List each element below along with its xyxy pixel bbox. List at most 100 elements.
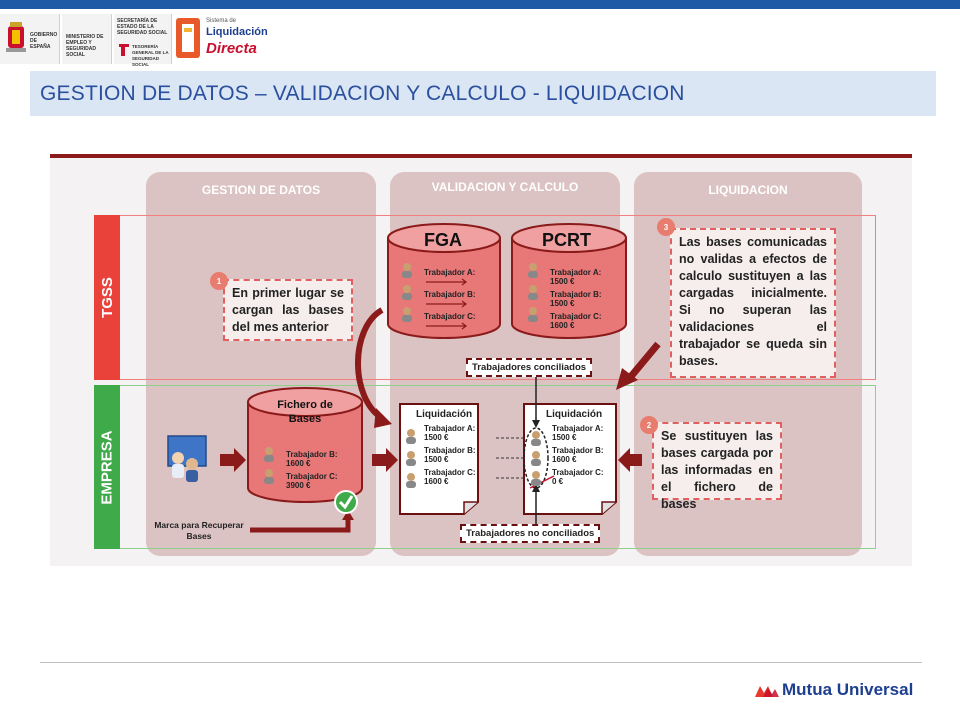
- marca-arrow: [250, 518, 351, 533]
- fga-worker-c: Trabajador C:: [424, 312, 476, 321]
- person-icon: [404, 428, 418, 449]
- person-icon: [404, 450, 418, 471]
- liq1-worker-c: Trabajador C:1600 €: [424, 468, 476, 486]
- liq1-worker-b-value: 1500 €: [424, 455, 449, 464]
- person-icon: [400, 262, 414, 278]
- curved-arrow-head: [374, 408, 392, 428]
- mutua-brand-text: Mutua Universal: [782, 680, 914, 699]
- note-1: En primer lugar se cargan las bases del …: [223, 279, 353, 341]
- marca-line2: Bases: [186, 531, 212, 541]
- fga-worker-b: Trabajador B:: [424, 290, 476, 299]
- liq1-worker-c-label: Trabajador C:: [424, 468, 476, 477]
- person-icon: [526, 284, 540, 305]
- transfer-arrows: [496, 437, 526, 479]
- pcrt-title: PCRT: [542, 230, 591, 250]
- liq1-worker-b: Trabajador B:1500 €: [424, 446, 476, 464]
- conciliados-arrow-head: [532, 420, 540, 428]
- column-title: VALIDACION Y CALCULO: [431, 180, 579, 194]
- person-icon: [529, 430, 543, 451]
- pcrt-worker-c: Trabajador C:1600 €: [550, 312, 602, 330]
- arrow-users-to-fichero: [220, 448, 246, 472]
- curved-arrow: [355, 307, 384, 421]
- liq1-title: Liquidación: [416, 409, 473, 420]
- sld-logo: Sistema de Liquidación Directa: [174, 14, 268, 64]
- column-title: LIQUIDACION: [708, 183, 788, 197]
- liq2-worker-c: Trabajador C:0 €: [552, 468, 604, 486]
- pcrt-worker-c-label: Trabajador C:: [550, 312, 602, 321]
- liq2-worker-c-value: 0 €: [552, 477, 564, 486]
- mutua-universal-logo: Mutua Universal: [754, 678, 924, 702]
- sld-mid-text: Liquidación: [206, 26, 268, 38]
- tesoreria-text: TESORERÍA GENERAL DE LA SEGURIDAD SOCIAL: [132, 44, 169, 67]
- sld-big-text: Directa: [206, 40, 257, 57]
- fichero-title: Fichero de Bases: [268, 398, 342, 426]
- strike-mark: [529, 475, 555, 489]
- marca-arrow-head: [342, 510, 354, 520]
- fga-cylinder: [387, 223, 501, 339]
- liq2-title: Liquidación: [546, 409, 603, 420]
- pcrt-worker-b: Trabajador B:1500 €: [550, 290, 602, 308]
- diagram-graphics: [167, 223, 661, 533]
- sld-logo-icon: [176, 18, 200, 58]
- fichero-worker-b-label: Trabajador B:: [286, 450, 338, 459]
- users-icon: [167, 435, 207, 482]
- liq2-document: [523, 403, 617, 515]
- liq2-worker-b-value: 1600 €: [552, 455, 577, 464]
- gobierno-text: GOBIERNO DE ESPAÑA: [30, 32, 58, 50]
- person-icon: [404, 472, 418, 493]
- pcrt-cylinder: [511, 223, 627, 339]
- pcrt-worker-a-label: Trabajador A:: [550, 268, 602, 277]
- arrow-note2-to-liq: [618, 448, 642, 472]
- secretaria-tile: SECRETARÍA DE ESTADO DE LA SEGURIDAD SOC…: [114, 14, 172, 67]
- top-accent-bar: [0, 0, 960, 9]
- liq2-worker-c-label: Trabajador C:: [552, 468, 604, 477]
- person-icon: [526, 262, 540, 283]
- liq1-worker-a-value: 1500 €: [424, 433, 449, 442]
- page-title: GESTION DE DATOS – VALIDACION Y CALCULO …: [40, 82, 685, 105]
- no-conciliados-label: Trabajadores no conciliados: [460, 524, 601, 543]
- pcrt-worker-a: Trabajador A:1500 €: [550, 268, 601, 286]
- row-label-tgss: TGSS: [94, 215, 120, 380]
- liq2-worker-b: Trabajador B:1600 €: [552, 446, 604, 464]
- note-3-badge: 3: [657, 218, 675, 236]
- person-icon: [400, 284, 414, 300]
- fga-worker-a: Trabajador A:: [424, 268, 476, 277]
- pcrt-worker-b-value: 1500 €: [550, 299, 575, 308]
- liq1-worker-a: Trabajador A:1500 €: [424, 424, 475, 442]
- no-conciliados-arrow-head: [532, 484, 540, 492]
- process-diagram: GESTION DE DATOS VALIDACION Y CALCULO LI…: [50, 154, 912, 566]
- pcrt-worker-a-value: 1500 €: [550, 277, 575, 286]
- person-icon: [262, 446, 276, 467]
- column-title: GESTION DE DATOS: [201, 183, 321, 197]
- pcrt-worker-c-value: 1600 €: [550, 321, 575, 330]
- liq2-worker-a-label: Trabajador A:: [552, 424, 604, 433]
- liq2-worker-a-value: 1500 €: [552, 433, 577, 442]
- ministerio-text: MINISTERIO DE EMPLEO Y SEGURIDAD SOCIAL: [66, 34, 104, 58]
- coat-of-arms-icon: [6, 22, 26, 52]
- title-bar: GESTION DE DATOS – VALIDACION Y CALCULO …: [30, 71, 936, 116]
- check-icon: [334, 490, 358, 514]
- note-2: Se sustituyen las bases cargada por las …: [652, 422, 782, 511]
- person-icon: [400, 306, 414, 322]
- fichero-worker-c-value: 3900 €: [286, 481, 311, 490]
- liq2-worker-b-label: Trabajador B:: [552, 446, 604, 455]
- note-2-badge: 2: [640, 416, 658, 434]
- ministerio-tile: MINISTERIO DE EMPLEO Y SEGURIDAD SOCIAL: [62, 14, 112, 64]
- arrow-fichero-to-liq: [372, 448, 398, 472]
- person-icon: [529, 450, 543, 471]
- mutua-logo-icon: [755, 686, 779, 697]
- conciliation-ellipse: [523, 427, 549, 489]
- fga-arrows: [426, 278, 467, 330]
- arrow-note3: [625, 341, 661, 383]
- liq1-worker-b-label: Trabajador B:: [424, 446, 476, 455]
- person-icon: [262, 468, 276, 489]
- note-1-badge: 1: [210, 272, 228, 290]
- pcrt-worker-b-label: Trabajador B:: [550, 290, 602, 299]
- liq2-worker-a: Trabajador A:1500 €: [552, 424, 603, 442]
- conciliados-label: Trabajadores conciliados: [466, 358, 593, 377]
- fichero-cylinder: [247, 387, 363, 503]
- fichero-worker-c-label: Trabajador C:: [286, 472, 338, 481]
- liq1-worker-a-label: Trabajador A:: [424, 424, 476, 433]
- marca-label: Marca para Recuperar Bases: [150, 520, 248, 542]
- sld-small-text: Sistema de: [206, 18, 237, 24]
